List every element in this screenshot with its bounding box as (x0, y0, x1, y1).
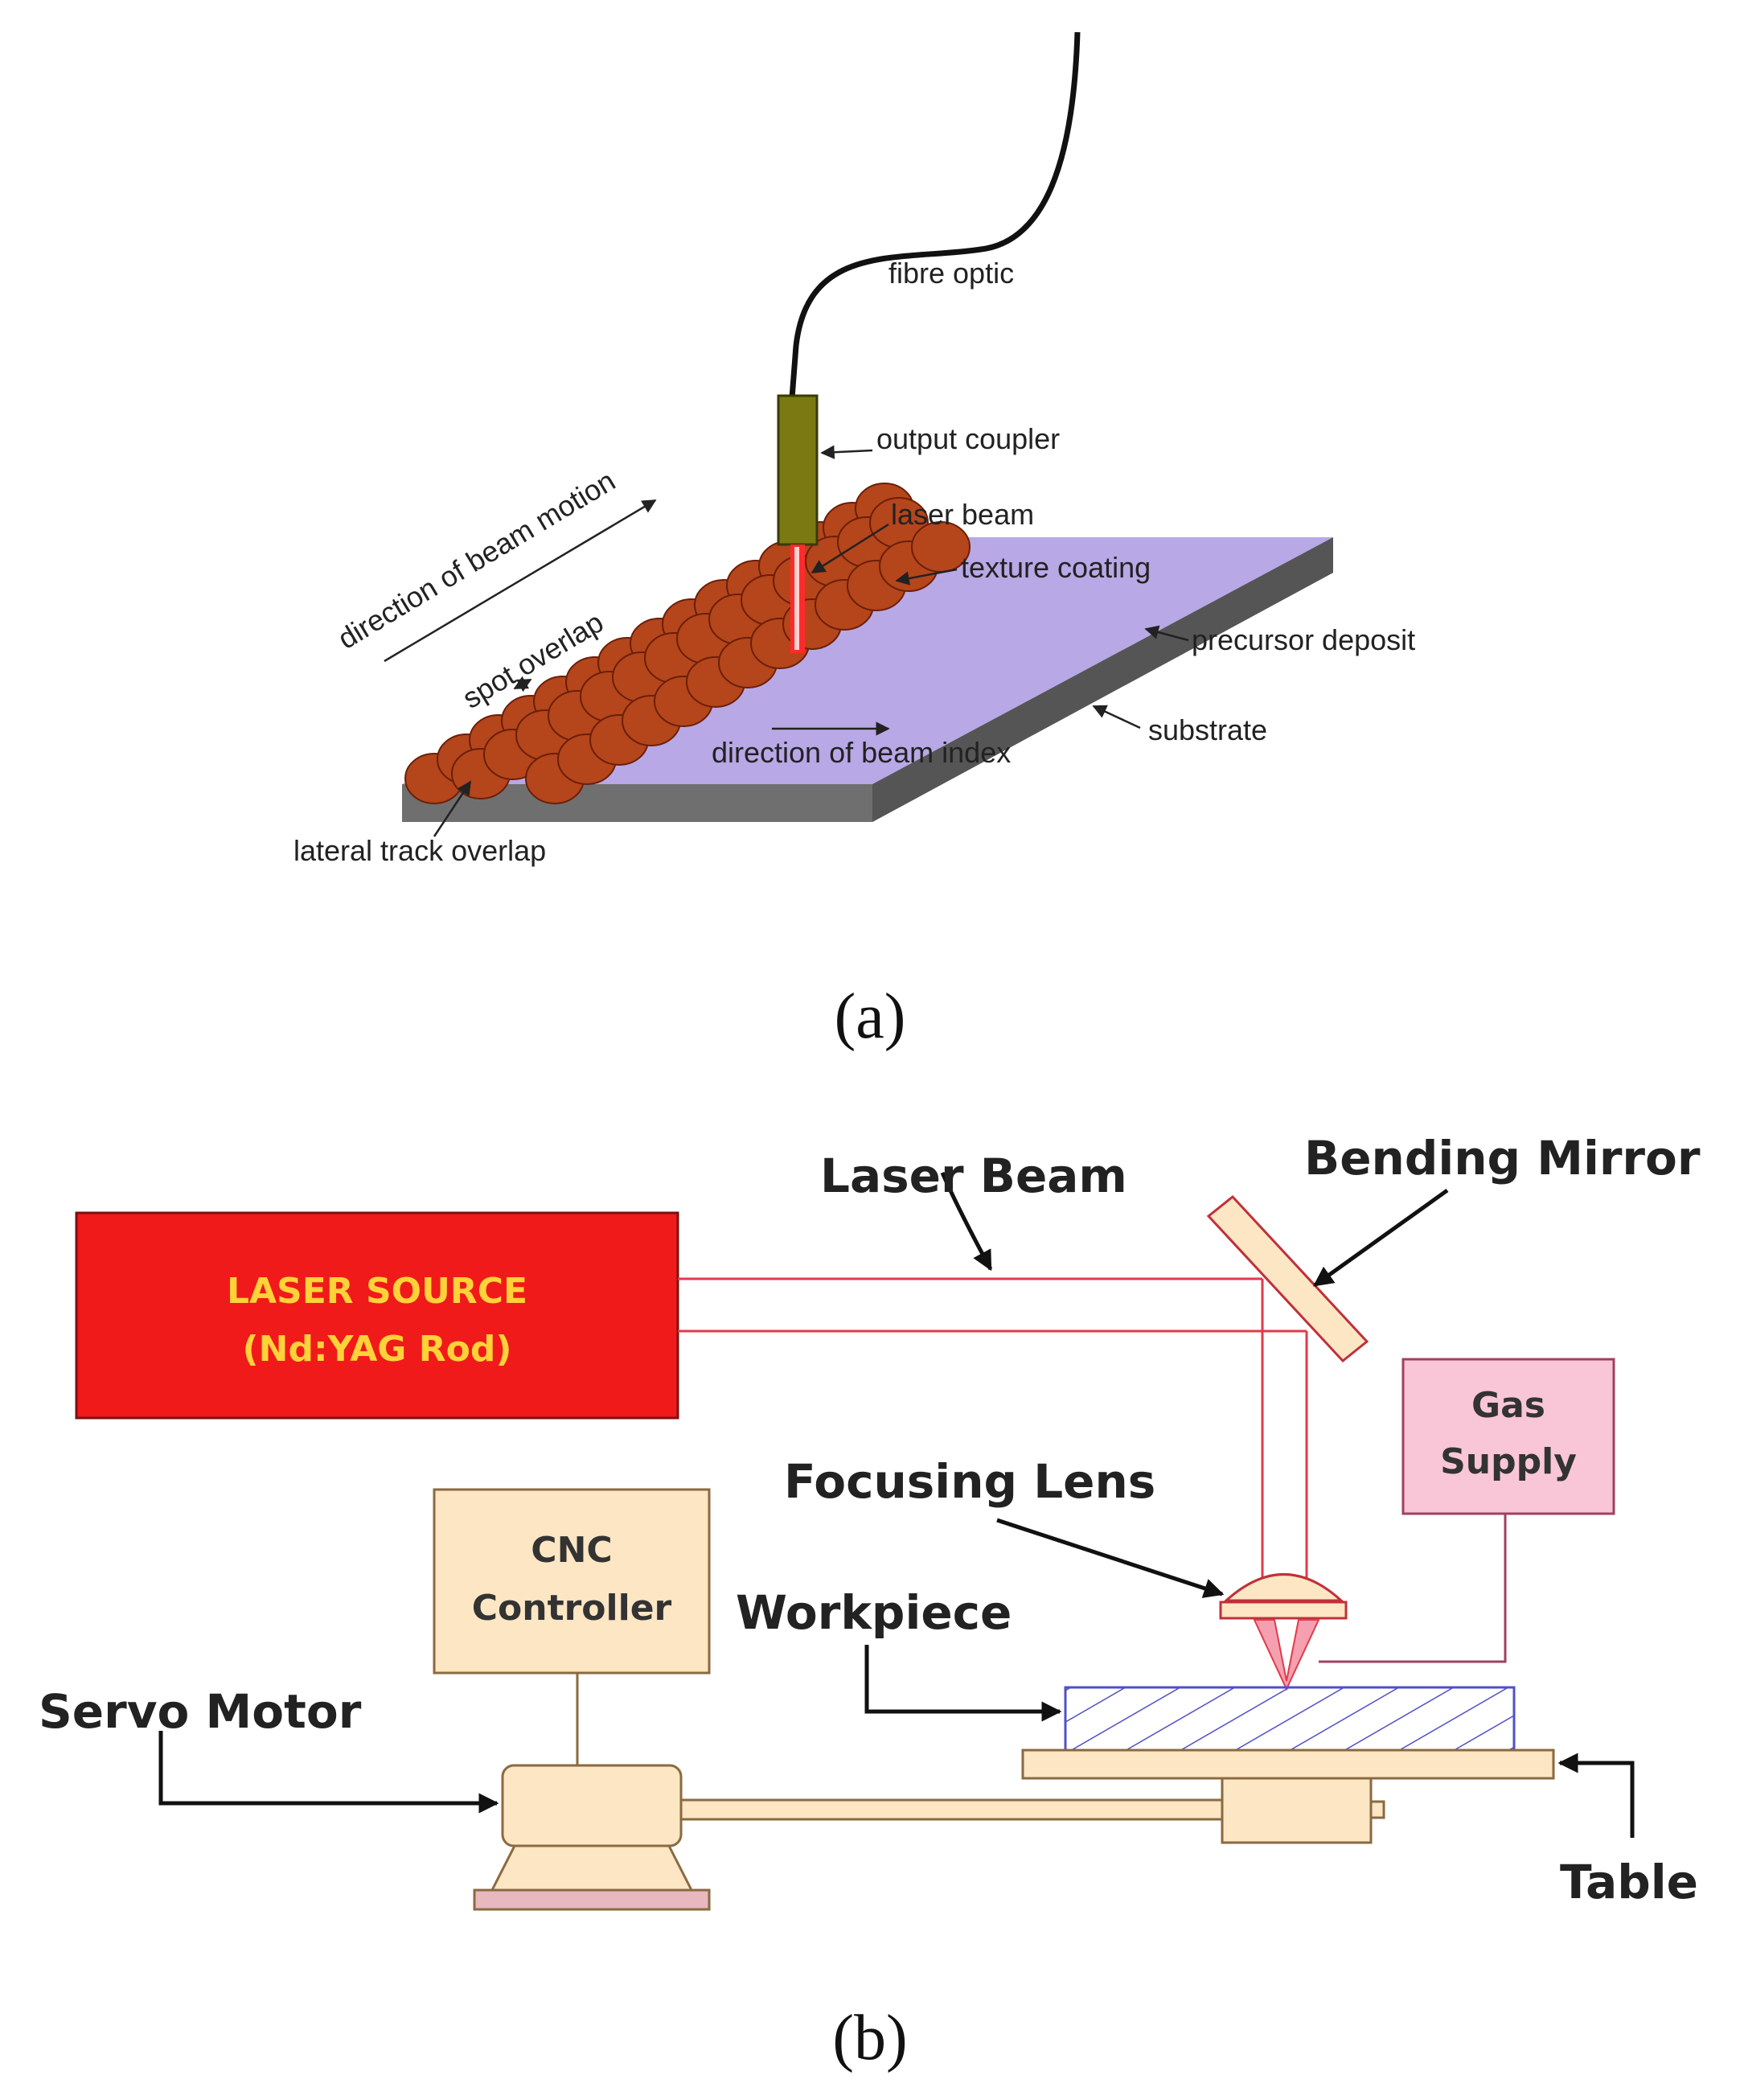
bending-mirror-label: Bending Mirror (1304, 1131, 1701, 1186)
cnc-title: CNC (531, 1530, 612, 1571)
caption-b: (b) (832, 2003, 907, 2073)
laser-source-title: LASER SOURCE (227, 1271, 527, 1312)
output-coupler (777, 394, 819, 546)
servo-motor (501, 1764, 683, 1847)
cnc-subtitle: Controller (472, 1588, 672, 1629)
table-drive-block (1221, 1777, 1373, 1844)
gas-supply-box (1401, 1358, 1615, 1515)
gas-supply-subtitle: Supply (1440, 1441, 1577, 1482)
focusing-lens-label: Focusing Lens (784, 1454, 1155, 1509)
gas-supply-title: Gas (1471, 1385, 1545, 1426)
laser-beam-b-label: Laser Beam (820, 1149, 1127, 1203)
substrate-side (872, 537, 1333, 822)
panel-a: fibre optic output coupler laser beam te… (293, 31, 1415, 1052)
focused-beam (1253, 1619, 1320, 1691)
cnc-controller-box (433, 1488, 711, 1675)
table-label: Table (1560, 1855, 1698, 1909)
table (1021, 1749, 1555, 1780)
panel-b: LASER SOURCE (Nd:YAG Rod) Gas Supply CNC… (39, 1131, 1701, 2073)
fibre-optic-label: fibre optic (888, 257, 1014, 290)
servo-motor-plate (473, 1888, 711, 1911)
laser-source-box (75, 1211, 679, 1420)
focusing-lens (1223, 1573, 1344, 1602)
lateral-track-overlap-label: lateral track overlap (293, 834, 546, 867)
texture-coating-label: texture coating (961, 551, 1151, 584)
direction-beam-index-label: direction of beam index (712, 736, 1011, 769)
lead-screw (678, 1798, 1224, 1821)
substrate-label: substrate (1148, 713, 1267, 746)
servo-motor-base (490, 1844, 694, 1892)
fibre-optic-cable (789, 31, 1081, 399)
caption-a: (a) (835, 981, 906, 1052)
laser-source-subtitle: (Nd:YAG Rod) (243, 1329, 512, 1370)
workpiece (1064, 1686, 1516, 1752)
gas-line (1319, 1514, 1507, 1663)
laser-beam-path (678, 1277, 1308, 1578)
workpiece-label: Workpiece (736, 1585, 1012, 1640)
servo-motor-label: Servo Motor (39, 1684, 362, 1739)
output-coupler-label: output coupler (876, 422, 1060, 455)
laser-beam-label: laser beam (891, 498, 1034, 531)
precursor-deposit-label: precursor deposit (1192, 623, 1415, 656)
bending-mirror (1206, 1194, 1369, 1363)
